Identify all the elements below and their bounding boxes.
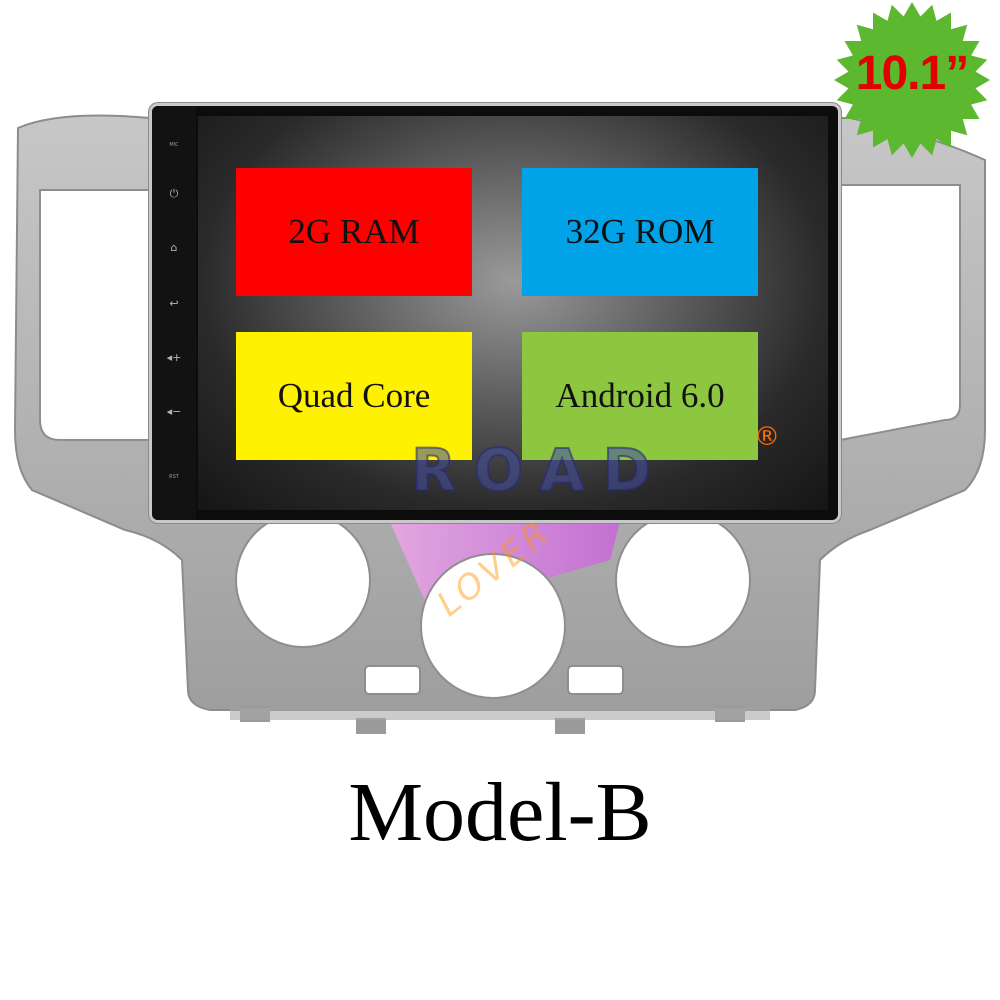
- cpu-tile: Quad Core: [236, 332, 472, 460]
- ram-tile: 2G RAM: [236, 168, 472, 296]
- registered-mark: ®: [754, 422, 780, 452]
- back-icon[interactable]: ↩: [169, 297, 179, 310]
- mic-label: MIC: [169, 142, 179, 148]
- rom-tile: 32G ROM: [522, 168, 758, 296]
- power-icon[interactable]: ⏻: [169, 187, 179, 200]
- volume-down-icon[interactable]: ◂−: [166, 405, 182, 418]
- volume-up-icon[interactable]: ◂+: [166, 351, 182, 364]
- display-panel: 2G RAM 32G ROM Quad Core Android 6.0 ®: [198, 116, 828, 510]
- rst-label: RST: [169, 474, 179, 480]
- size-badge-text: 10.1”: [855, 47, 969, 100]
- size-badge-icon: [834, 2, 990, 158]
- home-icon[interactable]: ⌂: [170, 241, 178, 254]
- model-label: Model-B: [348, 766, 652, 859]
- watermark-road: ROAD: [410, 435, 669, 505]
- os-tile: Android 6.0: [522, 332, 758, 460]
- side-button-strip: MIC ⏻ ⌂ ↩ ◂+ ◂− RST: [152, 106, 196, 520]
- head-unit: MIC ⏻ ⌂ ↩ ◂+ ◂− RST 2G RAM 32G ROM Quad …: [152, 106, 838, 520]
